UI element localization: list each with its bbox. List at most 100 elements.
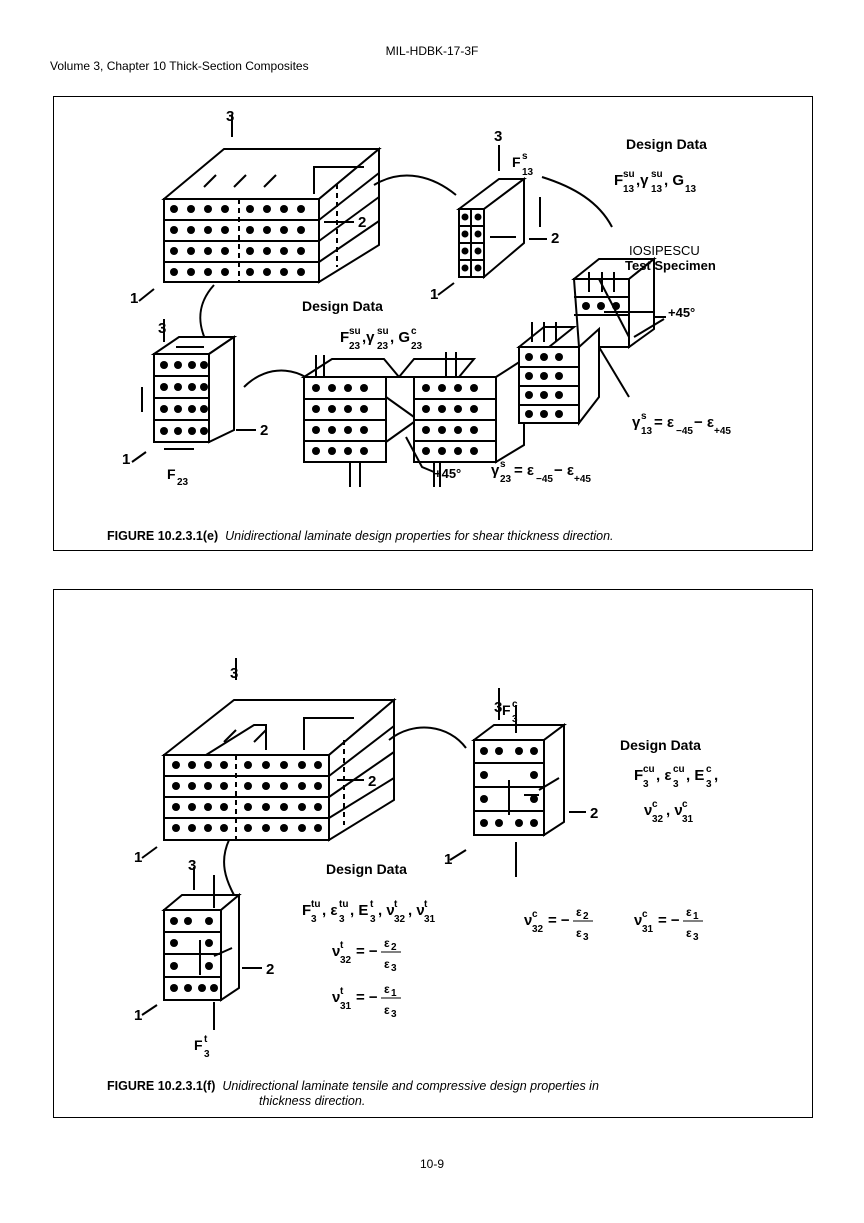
angle-label-shear: +45° [434, 466, 461, 481]
figure-e-design-data-heading-middle: Design Data [302, 298, 383, 314]
svg-text:, E: , E [686, 767, 704, 784]
page-number: 10-9 [419, 1157, 445, 1171]
svg-text:ν: ν [644, 802, 652, 819]
svg-text:3: 3 [494, 699, 502, 716]
svg-text:3: 3 [494, 128, 502, 145]
svg-text:2: 2 [590, 805, 598, 822]
svg-text:su: su [651, 169, 663, 180]
svg-text:t: t [394, 899, 398, 910]
svg-text:F: F [340, 329, 349, 346]
test-specimen-label: Test Specimen [625, 258, 716, 273]
svg-text:s: s [500, 459, 506, 470]
svg-text:31: 31 [424, 914, 436, 925]
svg-text:1: 1 [122, 451, 130, 468]
svg-text:+45: +45 [714, 426, 731, 437]
figure-e-design-data-heading-right: Design Data [626, 136, 707, 152]
svg-text:1: 1 [130, 290, 138, 307]
svg-text:13: 13 [685, 184, 697, 195]
svg-text:su: su [623, 169, 635, 180]
angle-label-iosipescu: +45° [668, 305, 695, 320]
svg-text:ν: ν [524, 912, 532, 929]
main-block-fiber-dots-f [172, 761, 322, 832]
svg-text:+45: +45 [574, 474, 591, 485]
svg-text:F: F [502, 702, 511, 718]
svg-text:1: 1 [134, 1007, 142, 1024]
svg-text:c: c [532, 909, 538, 920]
svg-text:3: 3 [391, 1009, 397, 1020]
svg-text:, G: , G [390, 329, 410, 346]
svg-text:− ε: − ε [554, 462, 574, 479]
svg-text:cu: cu [643, 764, 655, 775]
svg-text:−45: −45 [676, 426, 693, 437]
svg-text:13: 13 [623, 184, 635, 195]
svg-text:3: 3 [226, 108, 234, 125]
svg-text:23: 23 [500, 474, 512, 485]
svg-text:ν: ν [332, 989, 340, 1006]
svg-text:ν: ν [634, 912, 642, 929]
svg-text:23: 23 [349, 341, 361, 352]
svg-text:= −: = − [356, 989, 378, 1006]
svg-text:t: t [340, 940, 344, 951]
svg-text:ε: ε [686, 905, 692, 919]
main-block-fiber-dots [170, 205, 305, 276]
svg-text:,: , [714, 767, 718, 784]
svg-text:3: 3 [311, 914, 317, 925]
svg-text:ε: ε [384, 982, 390, 996]
svg-text:= −: = − [548, 912, 570, 929]
svg-text:t: t [340, 986, 344, 997]
svg-text:t: t [204, 1034, 208, 1045]
svg-text:, ε: , ε [322, 902, 337, 919]
svg-text:31: 31 [682, 814, 694, 825]
svg-text:, ν: , ν [408, 902, 425, 919]
figure-f-design-data-heading-left: Design Data [326, 861, 407, 877]
svg-text:2: 2 [583, 911, 589, 922]
svg-text:su: su [377, 326, 389, 337]
svg-text:s: s [641, 411, 647, 422]
svg-text:, ε: , ε [656, 767, 671, 784]
svg-text:F: F [167, 466, 176, 482]
svg-text:31: 31 [340, 1001, 352, 1012]
svg-text:3: 3 [391, 963, 397, 974]
svg-text:c: c [682, 799, 688, 810]
svg-text:2: 2 [358, 214, 366, 231]
figure-f-caption-text-line2: thickness direction. [259, 1094, 366, 1108]
svg-text:t: t [424, 899, 428, 910]
svg-text:= −: = − [658, 912, 680, 929]
svg-text:ν: ν [332, 943, 340, 960]
svg-text:ε: ε [384, 936, 390, 950]
svg-text:γ: γ [632, 414, 641, 431]
svg-text:t: t [370, 899, 374, 910]
svg-text:F: F [302, 902, 311, 919]
svg-text:F: F [634, 767, 643, 784]
svg-text:tu: tu [339, 899, 348, 910]
svg-text:3: 3 [693, 932, 699, 943]
svg-text:3: 3 [230, 665, 238, 682]
svg-text:2: 2 [551, 230, 559, 247]
svg-text:13: 13 [641, 426, 653, 437]
svg-text:ε: ε [576, 905, 582, 919]
svg-text:c: c [642, 909, 648, 920]
svg-text:c: c [411, 326, 417, 337]
document-id: MIL-HDBK-17-3F [385, 44, 479, 58]
svg-text:13: 13 [522, 167, 534, 178]
svg-text:3: 3 [512, 714, 518, 725]
figure-e-caption-text: Unidirectional laminate design propertie… [225, 529, 614, 543]
svg-text:γ: γ [491, 462, 500, 479]
svg-text:3: 3 [204, 1049, 210, 1060]
figure-e-caption: FIGURE 10.2.3.1(e) Unidirectional lamina… [107, 529, 807, 544]
svg-text:F: F [194, 1037, 203, 1053]
svg-text:c: c [512, 699, 518, 710]
svg-text:3: 3 [370, 914, 376, 925]
svg-text:3: 3 [706, 779, 712, 790]
svg-text:ε: ε [384, 1003, 390, 1017]
figure-e-caption-number: FIGURE 10.2.3.1(e) [107, 529, 219, 543]
svg-text:3: 3 [583, 932, 589, 943]
svg-text:F: F [614, 172, 623, 189]
svg-text:1: 1 [134, 849, 142, 866]
figure-f-caption-text-line1: Unidirectional laminate tensile and comp… [222, 1079, 599, 1093]
svg-text:1: 1 [444, 851, 452, 868]
svg-text:,γ: ,γ [636, 172, 649, 189]
